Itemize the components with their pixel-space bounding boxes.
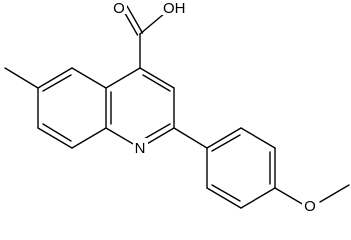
bond-c7-c8 [37, 127, 73, 149]
bond-c4-c3-inner [142, 74, 171, 92]
bond-c2-phenyl [173, 127, 208, 149]
atom-labels: O OH N O [112, 0, 318, 214]
bond-c8-c8a [71, 127, 107, 149]
bond-c4a-c5 [71, 67, 107, 89]
molecule-structure-diagram: O OH N O [4, 0, 350, 214]
bond-c5-c6-inner [42, 74, 72, 92]
bond-ph-c1-c2 [206, 127, 242, 149]
bond-c7-c8-inner [42, 123, 72, 142]
bond-ph-c1-c2-inner [211, 134, 241, 152]
carboxyl-hydroxyl-label: OH [163, 0, 186, 17]
bond-ph-c5-c6-inner [211, 184, 241, 202]
bond-methoxy-o-methyl [319, 184, 350, 203]
bond-ph-c2-c3 [240, 127, 276, 149]
bond-c4a-c4 [105, 67, 141, 89]
bond-ph-c4-c5 [240, 187, 276, 209]
bond-ph-c4-methoxy-o [274, 187, 305, 206]
bond-c2-n1-inner [143, 123, 171, 140]
ring-nitrogen-label: N [135, 140, 146, 157]
carbonyl-oxygen-label: O [113, 0, 125, 17]
bond-lines [4, 5, 350, 209]
bond-carboxyl-oh [139, 12, 166, 35]
bond-carbonyl-double-b [126, 5, 144, 34]
bond-ph-c5-c6 [206, 187, 242, 209]
bond-c6-methyl [4, 67, 39, 89]
bond-c4-c3 [139, 67, 175, 89]
methoxy-oxygen-label: O [304, 198, 316, 214]
bond-c5-c6 [37, 67, 73, 89]
